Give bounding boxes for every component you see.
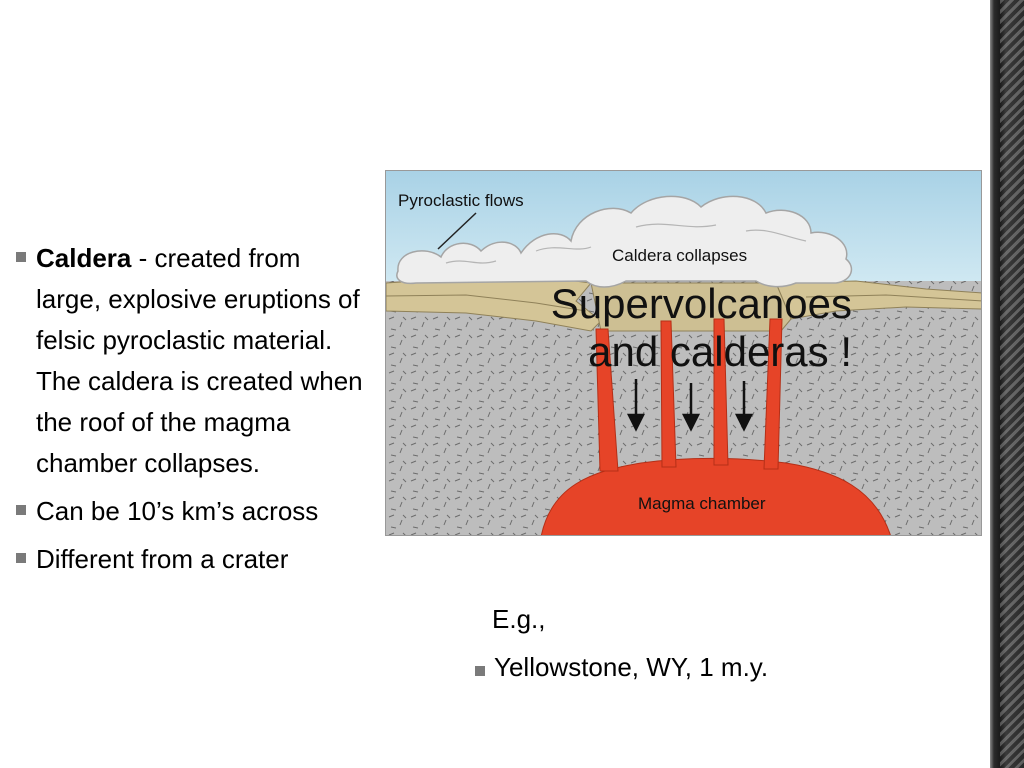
collapsed-caldera-block [590,282,792,332]
square-bullet-icon [475,666,485,676]
bullet-text: Yellowstone, WY, 1 m.y. [494,652,769,682]
label-pyroclastic-flows: Pyroclastic flows [398,191,524,210]
bullet-size: Can be 10’s km’s across [14,491,364,532]
left-bullet-list: Caldera - created from large, explosive … [14,238,364,587]
square-bullet-icon [16,505,26,515]
square-bullet-icon [16,553,26,563]
magma-dikes [595,318,783,472]
slide-edge-border [990,0,1024,768]
pyroclastic-cloud [396,195,853,288]
example-label: E.g., [492,604,546,634]
label-magma-chamber: Magma chamber [638,494,766,513]
bullet-yellowstone: Yellowstone, WY, 1 m.y. [472,652,768,683]
subsidence-arrows [626,379,754,432]
slide-edge-pattern [1000,0,1024,768]
bullet-text: - created from large, explosive eruption… [36,243,363,478]
pyroclastic-leader-line [437,212,477,250]
bullet-term: Caldera [36,243,132,273]
square-bullet-icon [16,252,26,262]
bullet-caldera: Caldera - created from large, explosive … [14,238,364,484]
caldera-diagram: Pyroclastic flows Caldera collapses Magm… [385,170,982,536]
label-caldera-collapses: Caldera collapses [612,246,747,265]
bullet-text: Different from a crater [36,544,289,574]
bullet-text: Can be 10’s km’s across [36,496,319,526]
overlay-title: Supervolcanoes and calderas ! [550,280,852,375]
bullet-crater: Different from a crater [14,539,364,580]
